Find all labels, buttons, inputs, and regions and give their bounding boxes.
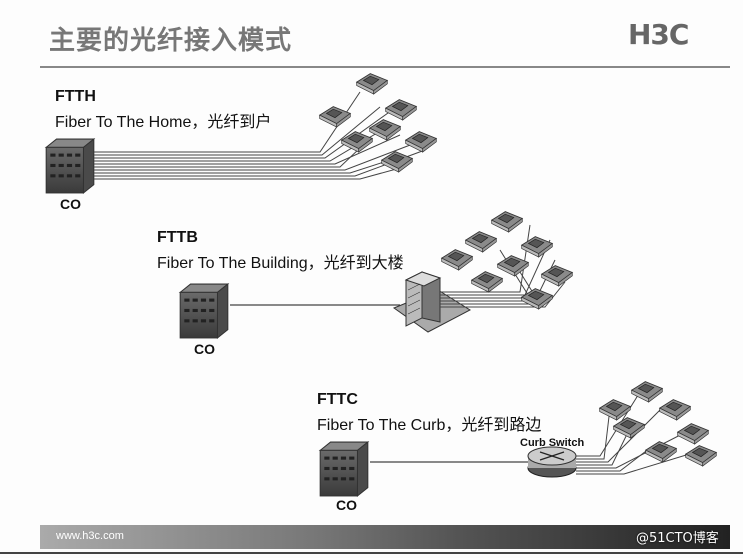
fttc-description: Fiber To The Curb，光纤到路边: [317, 417, 542, 434]
fttb-houses: [441, 211, 573, 310]
ftth-heading: FTTH: [55, 88, 96, 105]
watermark: @51CTO博客: [636, 531, 719, 546]
fttc-heading: FTTC: [317, 391, 358, 408]
ftth-co-box: [45, 138, 95, 194]
title-divider: [40, 66, 730, 68]
ftth-fiber-bundle: [94, 91, 426, 180]
ftth-description: Fiber To The Home，光纤到户: [55, 114, 272, 131]
header: 主要的光纤接入模式 H3C: [0, 0, 743, 66]
fttb-description: Fiber To The Building，光纤到大楼: [157, 255, 404, 272]
fttb-co-label: CO: [194, 341, 215, 357]
building-icon: [392, 271, 472, 333]
curb-switch-icon: [527, 446, 577, 478]
footer-url: www.h3c.com: [56, 530, 124, 542]
ftth-co-label: CO: [60, 196, 81, 212]
bottom-rule: [0, 552, 743, 554]
fttc-co-label: CO: [336, 497, 357, 513]
fttc-co-box: [319, 441, 369, 497]
curb-switch-label: Curb Switch: [520, 437, 585, 449]
fttb-heading: FTTB: [157, 229, 198, 246]
h3c-logo: H3C: [628, 18, 689, 51]
footer-bar: www.h3c.com: [40, 525, 730, 549]
page-title: 主要的光纤接入模式: [49, 26, 293, 56]
fttb-co-box: [179, 283, 229, 339]
